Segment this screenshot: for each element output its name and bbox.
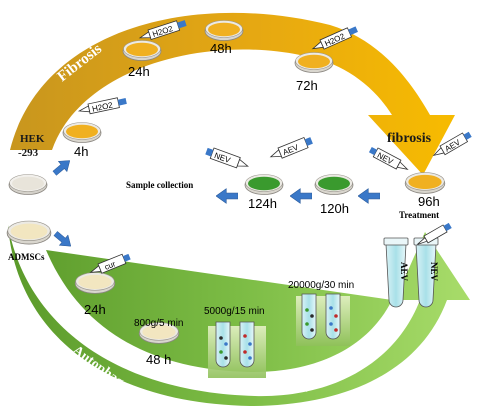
dish-48h-top — [204, 20, 244, 41]
dish-124h — [244, 174, 284, 195]
admscs-to-24h-arrow — [51, 228, 76, 252]
nev-pipette-96h: NEV — [368, 146, 409, 170]
nev-pipette-124h: NEV — [205, 147, 249, 169]
hek-dish — [8, 174, 48, 195]
dish-120h — [314, 174, 354, 195]
tube-5000g-left — [215, 321, 231, 368]
timepoint-96h: 96h — [418, 194, 440, 209]
cur-pipette: cur — [89, 253, 131, 274]
timepoint-48h-top: 48h — [210, 41, 232, 56]
tube-5000g-right — [239, 321, 255, 368]
hek-label-line1: HEK — [20, 133, 45, 145]
timepoint-124h: 124h — [248, 196, 277, 211]
tube-20000g-right — [325, 293, 341, 340]
nev-final-tube: NEV — [413, 237, 439, 308]
timepoint-4h: 4h — [74, 144, 88, 159]
timepoint-48h-bottom: 48 h — [146, 352, 171, 367]
dish-4h — [62, 122, 102, 143]
aev-final-tube: AEV — [383, 237, 409, 308]
treatment-label: Treatment — [399, 210, 439, 220]
timepoint-72h: 72h — [296, 78, 318, 93]
svg-text:cur: cur — [103, 259, 117, 272]
aev-pipette-96h: AEV — [432, 131, 472, 157]
dish-72h — [294, 52, 334, 73]
autophagy-arc-band — [8, 225, 470, 406]
centrifugation-step1: 800g/5 min — [134, 318, 183, 329]
h2o2-pipette-4h: H2O2 — [77, 97, 127, 115]
tube-20000g-left — [301, 293, 317, 340]
hek-to-4h-arrow — [50, 155, 75, 179]
fibrosis-arrowhead-label: fibrosis — [387, 131, 432, 146]
admscs-dish — [6, 220, 52, 245]
aev-pipette-124h: AEV — [269, 136, 313, 159]
arrow-120h-to-124h — [290, 188, 312, 204]
sample-collection-label: Sample collection — [126, 180, 193, 190]
dish-24h-top — [122, 40, 162, 61]
centrifugation-step2: 5000g/15 min — [204, 306, 265, 317]
hek-label-line2: -293 — [18, 147, 39, 159]
svg-text:AEV: AEV — [399, 262, 409, 282]
svg-text:NEV: NEV — [429, 262, 439, 282]
final-pipette — [417, 222, 452, 245]
h2o2-pipette-72h: H2O2 — [311, 26, 358, 50]
timepoint-24h-top: 24h — [128, 64, 150, 79]
timepoint-120h: 120h — [320, 201, 349, 216]
arrow-96h-to-120h — [358, 188, 380, 204]
centrifugation-step3: 20000g/30 min — [288, 280, 354, 291]
svg-text:H2O2: H2O2 — [91, 100, 114, 113]
dish-96h — [404, 172, 446, 194]
dish-24h-bottom — [74, 272, 116, 294]
fibrosis-arc — [10, 12, 455, 175]
timepoint-24h-bottom: 24h — [84, 302, 106, 317]
admscs-label: ADMSCs — [8, 252, 45, 262]
arrow-124h-to-collection — [216, 188, 238, 204]
